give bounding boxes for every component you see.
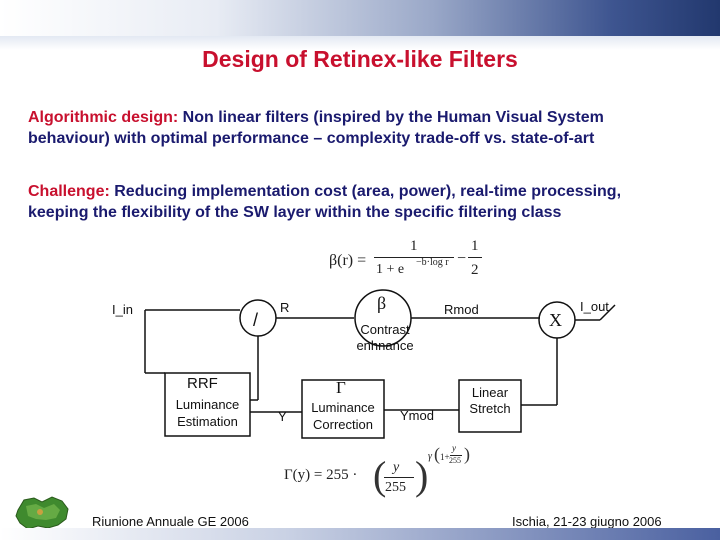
output-line-d [599,304,616,321]
lum-corr-line2: Correction [313,417,373,432]
gamma-exp-fraction-bar [450,455,462,456]
lum-corr-line1: Luminance [311,400,375,415]
algorithmic-design-line1: Non linear filters (inspired by the Huma… [178,109,604,126]
footer-left: Riunione Annuale GE 2006 [92,514,249,529]
beta-formula-exp1: −b·log r [416,257,449,268]
contrast-label-line2: enhnance [356,338,414,353]
footer-right: Ischia, 21-23 giugno 2006 [512,514,662,529]
rrf-box [164,372,251,437]
header-gradient-bar [0,0,720,36]
gamma-fraction-bar [384,477,414,478]
beta-symbol: β [377,293,387,313]
beta-fraction-bar2 [468,257,482,258]
y-label: Y [278,409,287,424]
stretch-line1: Linear [471,385,509,400]
gamma-exp-paren-left: ( [434,444,440,464]
ymod-label: Ymod [400,408,434,423]
footer-gradient-bar [0,528,720,540]
stretch-box [458,379,522,433]
gamma-paren-left: ( [373,453,387,498]
lum-est-line1: Luminance [175,397,240,412]
beta-formula-minus: − [457,250,467,267]
algorithmic-design-line2: behaviour) with optimal performance – co… [28,130,595,147]
gamma-paren-right: ) [415,453,429,498]
swiss-map-logo-icon [15,496,69,530]
beta-formula-num2: 1 [471,238,479,254]
rrf-label: RRF [187,375,218,392]
multiply-symbol: X [549,310,562,330]
beta-formula-den2: 2 [471,262,479,278]
lum-est-line2: Estimation [177,414,238,429]
output-label: I_out [580,299,609,314]
algorithmic-design-keyword: Algorithmic design: [28,109,179,126]
beta-formula-den1: 1 + e [376,262,405,277]
algorithmic-design-paragraph: Algorithmic design: Non linear filters (… [28,107,698,149]
beta-fraction-bar1 [374,257,454,258]
gamma-exp-den: 255 [449,456,461,465]
gamma-symbol: Γ [336,378,346,397]
gamma-exp-paren-right: ) [464,444,470,464]
challenge-line1: Reducing implementation cost (area, powe… [109,183,622,200]
gamma-formula-den: 255 [385,480,406,495]
gamma-exp-one: 1+ [440,452,450,462]
slide-title: Design of Retinex-like Filters [202,46,518,72]
contrast-label-line1: Contrast [360,322,410,337]
input-label: I_in [112,302,133,317]
divide-symbol: / [253,310,259,330]
beta-formula-lhs: β(r) = [329,252,367,269]
challenge-keyword: Challenge: [28,183,110,200]
stretch-line2: Stretch [469,401,511,416]
gamma-formula-num: y [393,460,400,475]
beta-formula-num1: 1 [410,238,418,254]
challenge-paragraph: Challenge: Reducing implementation cost … [28,181,698,223]
gamma-formula-lhs: Γ(y) = 255 · [284,467,358,483]
header-fade [0,36,720,50]
r-label: R [280,300,290,315]
rmod-label: Rmod [444,302,479,317]
gamma-exp-gamma: γ [428,451,432,462]
gamma-exp-num: y [452,443,456,453]
challenge-line2: keeping the flexibility of the SW layer … [28,204,562,221]
gamma-box [301,379,385,439]
